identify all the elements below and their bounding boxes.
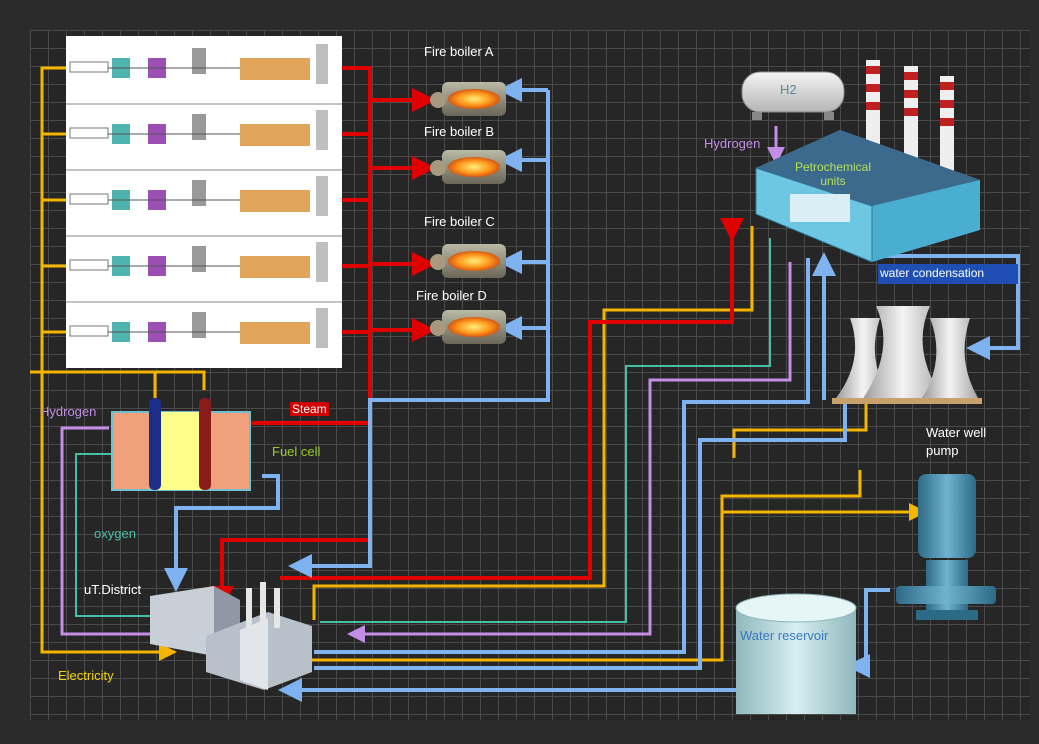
boiler-b-label: Fire boiler B [424, 124, 494, 139]
petrochemical-label: Petrochemical units [790, 160, 876, 188]
cooling-towers [832, 306, 982, 404]
h2-label: H2 [780, 82, 797, 97]
water-well-pump-label: Water well pump [926, 424, 1002, 460]
fire-boiler [430, 82, 506, 116]
steam-label: Steam [290, 402, 329, 416]
fuel-cell-label: Fuel cell [272, 444, 320, 459]
oxygen-label: oxygen [94, 526, 136, 541]
electricity-label: Electricity [58, 668, 114, 683]
water-reservoir-label: Water reservoir [740, 628, 828, 643]
fire-boilers [430, 82, 506, 344]
fire-boiler [430, 150, 506, 184]
fire-boiler [430, 244, 506, 278]
fuel-cell [112, 398, 250, 490]
fire-boiler [430, 310, 506, 344]
water-condensation-label: water condensation [880, 266, 984, 280]
district-buildings [150, 582, 312, 690]
boiler-c-label: Fire boiler C [424, 214, 495, 229]
process-panel [66, 36, 342, 368]
district-label: uT.District [84, 582, 141, 597]
boiler-d-label: Fire boiler D [416, 288, 487, 303]
hydrogen-top-label: Hydrogen [704, 136, 760, 151]
water-reservoir-tank [736, 594, 856, 714]
water-well-pump [896, 474, 996, 620]
boiler-a-label: Fire boiler A [424, 44, 493, 59]
hydrogen-left-label: Hydrogen [40, 404, 96, 419]
